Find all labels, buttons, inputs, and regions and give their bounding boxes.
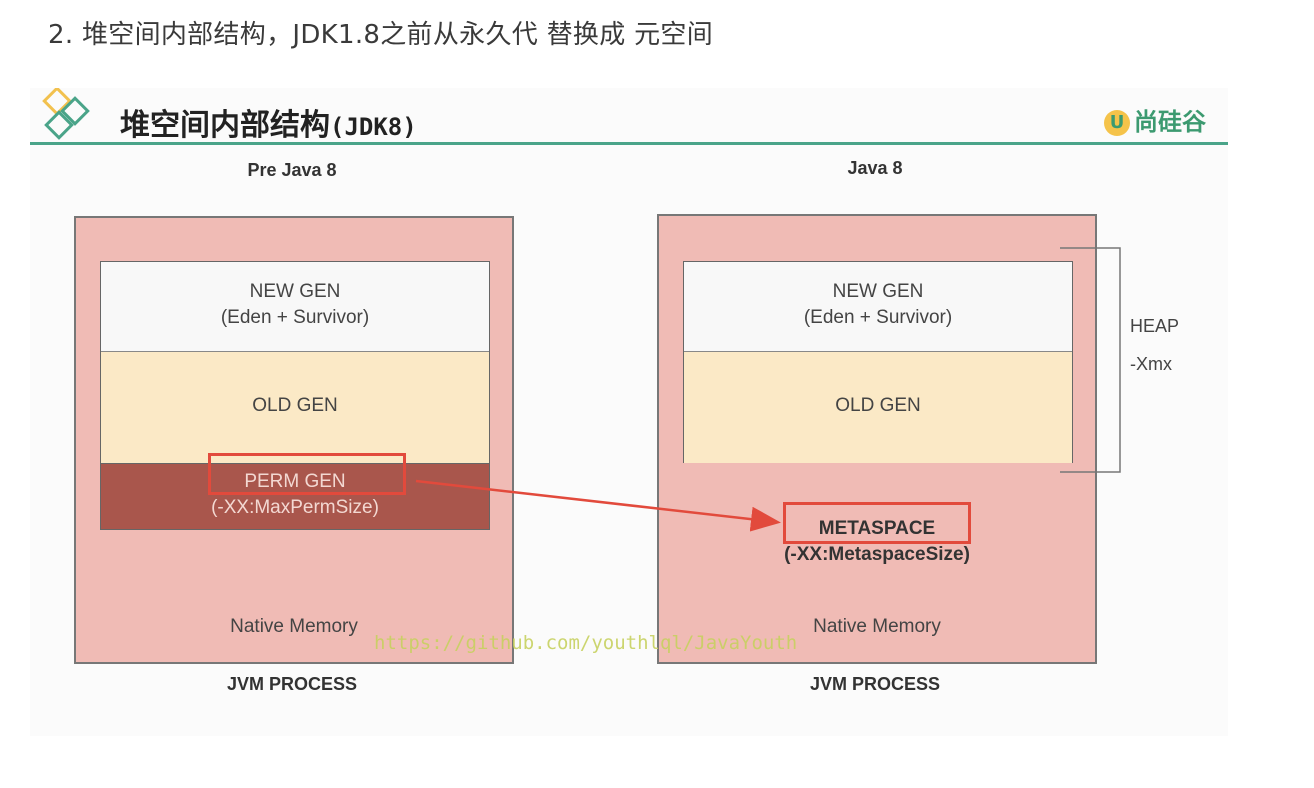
right-old-gen: OLD GEN [684,351,1072,463]
right-jvm-process: NEW GEN (Eden + Survivor) OLD GEN METASP… [657,214,1097,664]
heap-label: HEAP [1130,316,1180,336]
brand-mark-icon: U [1104,110,1130,136]
left-perm-gen-label: PERM GEN [244,471,346,492]
left-jvm-process: NEW GEN (Eden + Survivor) OLD GEN PERM G… [74,216,514,664]
right-new-gen: NEW GEN (Eden + Survivor) [684,262,1072,351]
page-heading: 2. 堆空间内部结构，JDK1.8之前从永久代 替换成 元空间 [48,20,713,50]
watermark: https://github.com/youthlql/JavaYouth [374,632,798,654]
right-new-gen-label: NEW GEN [832,281,924,302]
slide-title-suffix: (JDK8) [330,113,417,141]
right-gen-stack: NEW GEN (Eden + Survivor) OLD GEN [683,261,1073,463]
title-divider [30,142,1228,145]
diamond-logo-icon [42,88,90,140]
right-process-label: JVM PROCESS [809,674,941,694]
left-perm-gen: PERM GEN (-XX:MaxPermSize) [101,463,489,529]
metaspace: METASPACE (-XX:MetaspaceSize) [727,516,1027,568]
slide-title-text: 堆空间内部结构 [120,108,330,143]
right-native-memory: Native Memory [813,616,941,637]
left-perm-gen-sub: (-XX:MaxPermSize) [211,497,379,518]
right-column-label: Java 8 [847,158,903,178]
metaspace-label: METASPACE [818,518,936,539]
migration-arrow [415,479,781,532]
left-column-label: Pre Java 8 [247,160,337,180]
xmx-label: -Xmx [1130,354,1172,374]
left-gen-stack: NEW GEN (Eden + Survivor) OLD GEN PERM G… [100,261,490,530]
left-process-label: JVM PROCESS [226,674,358,694]
left-old-gen: OLD GEN [101,351,489,464]
left-new-gen-sub: (Eden + Survivor) [220,307,370,328]
left-old-gen-label: OLD GEN [252,395,338,416]
slide-title: 堆空间内部结构(JDK8) [120,100,417,144]
left-new-gen: NEW GEN (Eden + Survivor) [101,262,489,351]
right-new-gen-sub: (Eden + Survivor) [803,307,953,328]
heap-bracket [1060,247,1121,473]
right-old-gen-label: OLD GEN [835,395,921,416]
metaspace-sub: (-XX:MetaspaceSize) [784,544,970,565]
brand-name: 尚硅谷 [1134,108,1206,136]
metaspace-highlight [783,502,971,544]
left-native-memory: Native Memory [230,616,358,637]
left-new-gen-label: NEW GEN [249,281,341,302]
perm-gen-highlight [208,453,406,495]
